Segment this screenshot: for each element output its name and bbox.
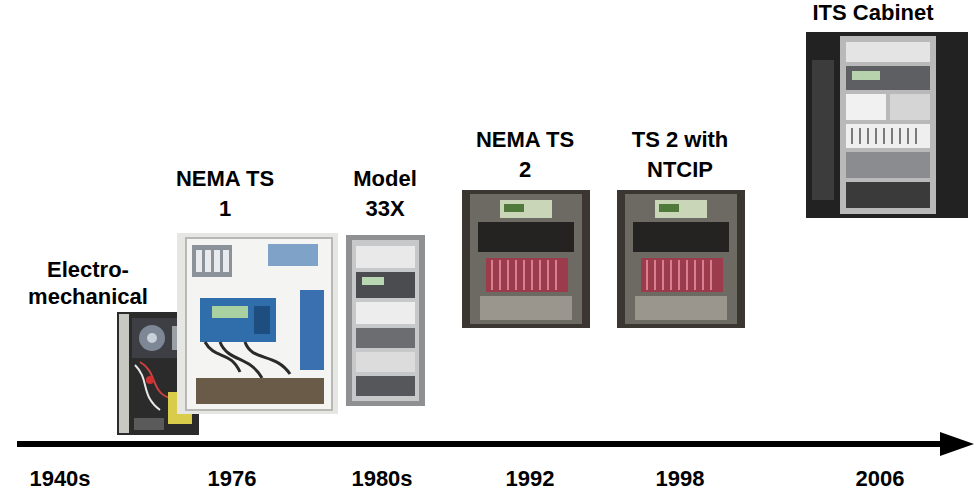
rack-module [846,94,886,120]
module-slots [852,128,916,144]
controller-display [504,204,524,212]
rack-module [356,246,415,268]
period-label: NEMA TS 2 [470,125,580,185]
year-label: 1976 [182,466,282,492]
photo-ground [462,190,590,328]
model-33x-cabinet-photo [346,235,425,406]
year-label: 1992 [480,466,580,492]
relay-row [641,258,723,292]
year-label: 1998 [630,466,730,492]
terminal-panel [635,296,727,320]
power-shelf [846,182,930,208]
detector-rack [356,328,415,348]
controller-display [362,277,384,285]
module [214,250,220,272]
wire [140,362,170,398]
controller-unit [356,272,415,298]
controller-unit [655,200,707,218]
terminal-strip [300,290,324,370]
load-switch-bay [356,376,415,396]
base-plate [134,418,164,430]
period-label: Electro- mechanical [2,256,174,310]
indicator [146,376,154,384]
time-axis-arrow [17,432,974,456]
load-switch-bay [846,152,930,178]
relay-row [486,258,568,292]
rack-module [890,94,930,120]
rack-module [846,42,930,62]
its-cabinet-photo [806,32,968,218]
rack-frame [352,240,419,401]
power-panel [268,244,318,266]
relay-stripes [647,260,711,290]
module [205,250,211,272]
module [196,250,202,272]
year-label: 1940s [10,466,110,492]
bus-interface-shelf [633,222,729,252]
motor-hub [147,333,157,343]
controller-display [659,204,679,212]
detector-rack [192,245,232,277]
controller-display [212,306,248,318]
motor-dial [139,325,165,351]
controller-unit [500,200,552,218]
photo-ground [346,235,425,406]
cabinet-frame [186,238,332,410]
period-label: TS 2 with NTCIP [610,125,750,185]
cabinet-door-edge [812,60,834,200]
cabinet-door [119,314,129,433]
nema-ts2-cabinet-photo [462,190,590,328]
year-label: 1980s [332,466,432,492]
photo-ground [177,233,338,414]
detector-rack [846,124,930,148]
nema-ts1-cabinet-photo [177,233,338,414]
photo-ground [617,190,745,328]
period-label: Model 33X [335,164,435,224]
photo-ground [806,32,968,218]
bus-interface-shelf [478,222,574,252]
controller-unit [846,66,930,90]
keypad [254,306,270,334]
load-switch-bay [196,378,324,404]
year-label: 2006 [830,466,930,492]
rack-module [356,352,415,372]
controller-unit [200,298,276,342]
rack-module [356,302,415,324]
period-label: NEMA TS 1 [175,164,275,224]
axis-line [17,441,945,447]
period-label: ITS Cabinet [773,0,973,26]
terminal-panel [480,296,572,320]
cabinet-frame [840,36,936,214]
controller-display [852,71,880,80]
cabinet-frame [625,194,737,324]
module [223,250,229,272]
ts2-ntcip-cabinet-photo [617,190,745,328]
axis-arrowhead [940,432,974,456]
cabinet-frame [470,194,582,324]
cable-bundle [205,342,290,378]
relay-stripes [492,260,556,290]
